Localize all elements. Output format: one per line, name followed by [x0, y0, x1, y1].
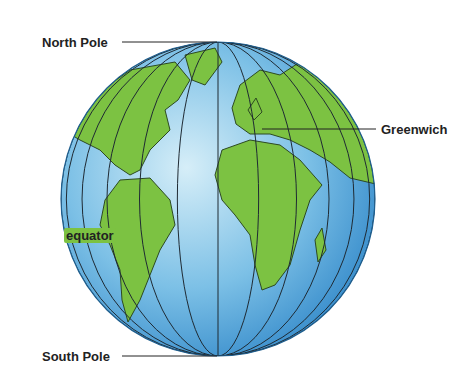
meridian-line — [177, 42, 218, 356]
pole-label: South Pole — [42, 349, 110, 364]
meridian-line — [82, 42, 218, 356]
leader-line — [262, 129, 376, 130]
globe-outline — [61, 42, 375, 356]
africa — [215, 140, 322, 290]
leader-line — [122, 356, 217, 357]
meridian-line — [66, 42, 218, 356]
meridian-line — [218, 42, 259, 356]
meridian-line — [218, 42, 219, 356]
meridians — [61, 42, 375, 356]
line-label: equator — [64, 228, 116, 243]
meridian-line — [61, 42, 218, 356]
meridian-line — [107, 42, 218, 356]
south-america — [100, 178, 175, 322]
meridian-line — [140, 42, 219, 356]
meridian-line — [218, 42, 297, 356]
meridian-line — [218, 42, 375, 356]
place-label: Greenwich — [381, 122, 447, 137]
meridian-line — [218, 42, 354, 356]
pole-label: North Pole — [42, 35, 108, 50]
meridian-line — [218, 42, 329, 356]
greenland — [185, 48, 222, 85]
leader-line — [122, 42, 217, 43]
meridian-line — [218, 42, 370, 356]
